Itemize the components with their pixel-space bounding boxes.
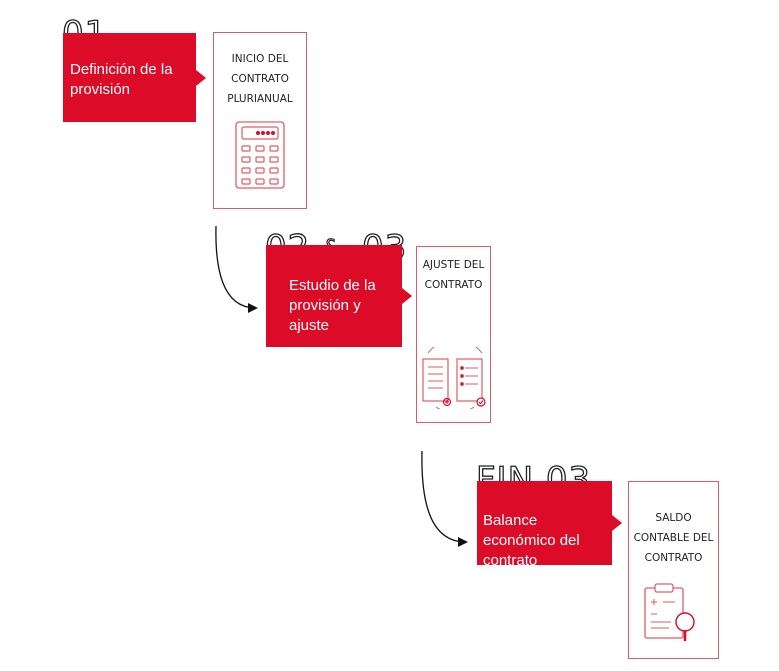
pointer-arrow-3 <box>612 515 622 531</box>
card-saldo-contable: SALDO CONTABLE DEL CONTRATO <box>628 481 719 659</box>
pointer-arrow-1 <box>196 69 206 86</box>
card-ajuste-contrato: AJUSTE DEL CONTRATO <box>416 246 491 423</box>
clipboard-search-icon <box>644 583 695 642</box>
card-inicio-contrato: INICIO DEL CONTRATO PLURIANUAL <box>213 32 307 209</box>
step-label-1: Definición de la provisión <box>70 61 173 98</box>
card-title-1: INICIO DEL CONTRATO PLURIANUAL <box>227 53 293 105</box>
step-label-box-2: Estudio de la provisión y ajuste <box>266 245 412 347</box>
connector-arrow-1 <box>215 225 258 313</box>
step-label-2: Estudio de la provisión y ajuste <box>289 277 376 334</box>
step-label-box-3: Balance económico del contrato <box>477 481 622 569</box>
document-adjust-icon <box>422 347 486 409</box>
card-title-2: AJUSTE DEL CONTRATO <box>422 259 485 291</box>
calculator-icon <box>235 121 285 189</box>
pointer-arrow-2 <box>402 288 412 304</box>
connector-arrow-2 <box>421 450 468 547</box>
step-label-3: Balance económico del contrato <box>483 512 580 569</box>
step-label-box-1: Definición de la provisión <box>63 33 206 122</box>
card-title-3: SALDO CONTABLE DEL CONTRATO <box>633 512 714 564</box>
